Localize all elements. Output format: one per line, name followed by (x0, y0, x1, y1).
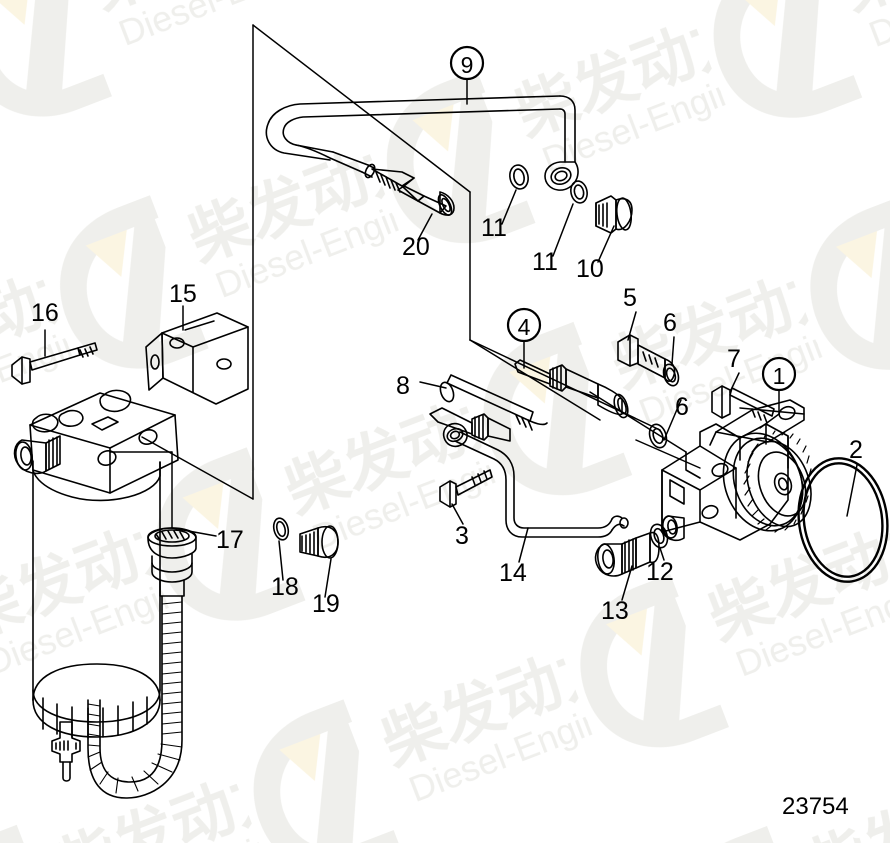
part-label-13: 13 (601, 597, 629, 625)
part-11-sealing-washers (509, 164, 588, 204)
callout-number-1: 1 (772, 363, 786, 389)
part-label-11-lower: 11 (532, 248, 558, 276)
part-label-8: 8 (396, 372, 410, 400)
part-label-3: 3 (455, 522, 469, 550)
drawing-number: 23754 (782, 793, 849, 820)
reference-frame-lines (141, 24, 471, 500)
part-label-20: 20 (402, 233, 430, 261)
part-9-fuel-pipe (265, 95, 579, 191)
part-label-16: 16 (31, 299, 59, 327)
part-2-o-ring-seal (797, 457, 889, 583)
part-16-flange-screw (11, 342, 98, 385)
part-6-sealing-washers (648, 363, 680, 449)
part-label-15: 15 (169, 280, 197, 308)
part-label-6-lower: 6 (675, 393, 689, 421)
part-8-long-screw (439, 374, 548, 431)
part-18-o-ring (272, 517, 290, 541)
part-label-5: 5 (623, 284, 637, 312)
callout-number-4: 4 (517, 314, 531, 340)
part-label-2: 2 (849, 436, 863, 464)
part-label-14: 14 (499, 559, 527, 587)
part-14-fuel-pipe (429, 407, 629, 538)
fuel-filter-head (13, 389, 179, 782)
part-3-short-screw (439, 469, 493, 508)
part-17-wif-sensor (87, 527, 197, 799)
part-label-10: 10 (576, 255, 604, 283)
part-7-flange-screw (711, 385, 775, 424)
part-15-bracket-plate (145, 312, 249, 405)
part-10-banjo-bolt (595, 195, 633, 234)
part-20-hose-nipple (371, 168, 455, 216)
part-label-6-upper: 6 (663, 309, 677, 337)
part-label-12: 12 (646, 558, 674, 586)
part-label-7: 7 (727, 345, 741, 373)
part-1-fuel-feed-pump (661, 399, 812, 542)
part-label-18: 18 (271, 573, 299, 601)
part-label-17: 17 (216, 526, 244, 554)
part-19-drain-plug (299, 525, 339, 559)
part-label-11-upper: 11 (481, 214, 507, 242)
leader-lines (44, 78, 858, 601)
part-13-hollow-union (594, 531, 660, 577)
callout-number-9: 9 (460, 52, 474, 78)
part-label-19: 19 (312, 590, 340, 618)
part-12-washer (649, 523, 669, 549)
